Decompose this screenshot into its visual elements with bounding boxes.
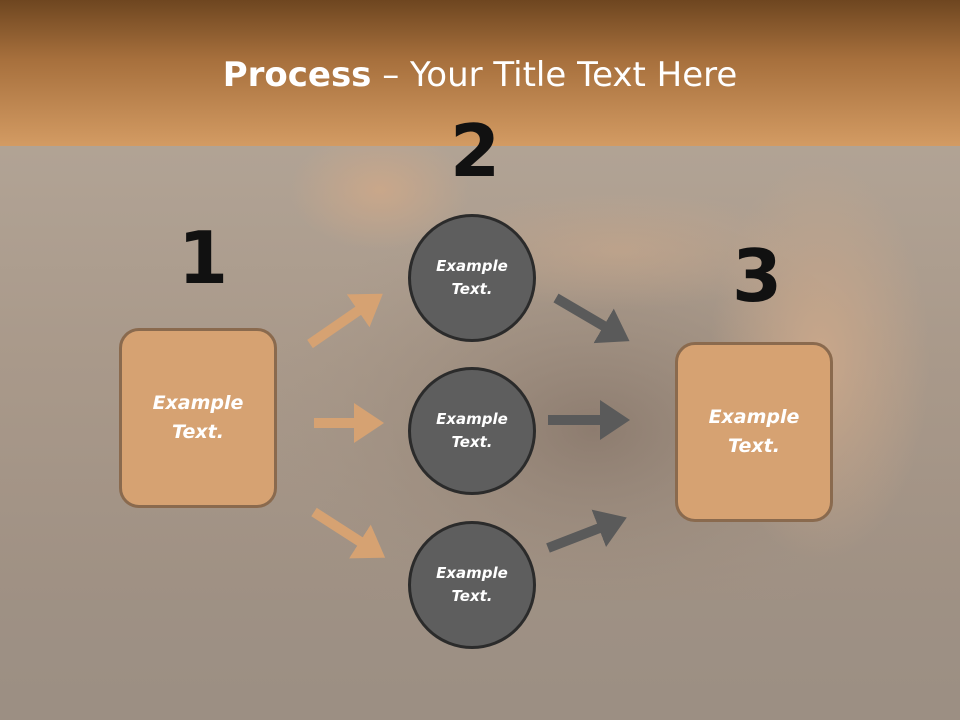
step-2-circle-top: Example Text. [408,214,536,342]
title-rest: – Your Title Text Here [371,55,738,95]
step-3-text: Example Text. [708,406,800,457]
circle-middle-text: Example Text. [436,410,508,451]
step-number-3: 3 [732,234,783,318]
page-title: Process – Your Title Text Here [0,54,960,96]
circle-top-text: Example Text. [436,257,508,298]
step-3-box: Example Text. [675,342,833,522]
step-1-box: Example Text. [119,328,277,508]
step-number-1: 1 [178,216,229,300]
circle-bottom-text: Example Text. [436,564,508,605]
step-2-circle-middle: Example Text. [408,367,536,495]
step-1-text: Example Text. [152,392,244,443]
title-bar [0,0,960,146]
step-2-circle-bottom: Example Text. [408,521,536,649]
title-bold: Process [222,55,372,95]
step-number-2: 2 [450,109,501,193]
